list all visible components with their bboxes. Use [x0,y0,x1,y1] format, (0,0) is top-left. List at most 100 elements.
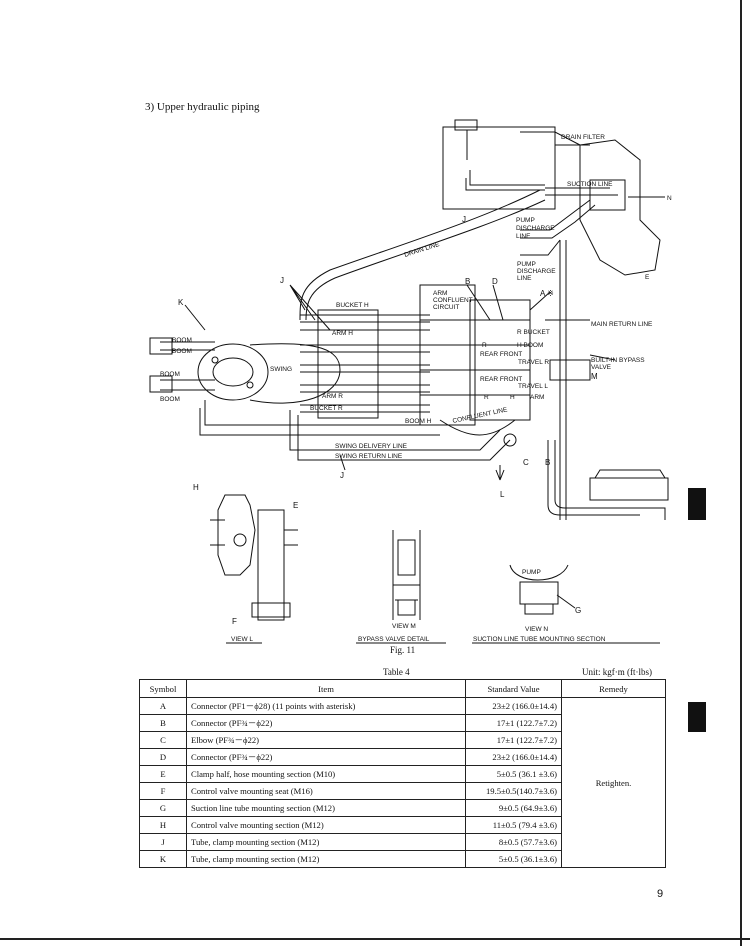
label-pump-discharge-2b: DISCHARGE [517,268,556,275]
cell-item: Tube, clamp mounting section (M12) [186,833,466,851]
table-caption: Table 4 [383,667,410,677]
label-arm-confluent-2: CONFLUENT [433,297,473,304]
table-row: H Control valve mounting section (M12) 1… [139,816,666,834]
label-h-c: H [510,394,515,401]
header-standard-value: Standard Value [465,679,562,698]
label-pump-discharge-1a: PUMP [516,217,535,224]
label-k: K [178,298,184,307]
cell-symbol: J [139,833,187,851]
cell-value: 17±1 (122.7±7.2) [465,714,562,732]
control-valve [469,299,531,421]
label-a-mark: A ※ [540,289,554,298]
label-view-m: VIEW M [392,623,416,630]
section-title: 3) Upper hydraulic piping [145,101,260,113]
cell-symbol: K [139,850,187,868]
cell-symbol: E [139,765,187,783]
label-bypass-detail: BYPASS VALVE DETAIL [358,636,430,643]
cell-item: Connector (PF¾－ϕ22) [186,714,466,732]
torque-spec-table: Symbol Item Standard Value Remedy A Conn… [139,679,666,868]
label-l: L [500,490,505,499]
cell-value: 23±2 (166.0±14.4) [465,697,562,715]
cell-symbol: C [139,731,187,749]
table-row: F Control valve mounting seat (M16) 19.5… [139,782,666,800]
label-r-c: R [484,394,489,401]
view-m-detail [392,530,421,620]
label-pump-discharge-2c: LINE [517,275,532,282]
swing-motor [197,343,269,401]
label-d: D [492,277,498,286]
label-b1: B [465,277,470,286]
cell-symbol: G [139,799,187,817]
pump-assembly [579,139,661,276]
label-travel-l: TRAVEL L [518,383,548,390]
table-row: G Suction line tube mounting section (M1… [139,799,666,817]
label-arm-r: ARM R [322,393,343,400]
label-j1: J [462,215,466,224]
hydraulic-piping-diagram: DRAIN FILTER SUCTION LINE N E PUMP DISCH… [149,119,672,644]
cell-value: 11±0.5 (79.4 ±3.6) [465,816,562,834]
figure-label: Fig. 11 [390,645,416,655]
label-view-n: VIEW N [525,626,548,633]
header-remedy: Remedy [561,679,666,698]
label-bucket-r: BUCKET R [310,405,343,412]
label-j2: J [280,276,284,285]
cell-value: 19.5±0.5(140.7±3.6) [465,782,562,800]
view-l-detail [210,494,298,621]
thumb-tab-mark-1 [688,488,706,520]
thumb-tab-mark-2 [688,702,706,732]
label-boom-h: BOOM H [405,418,432,425]
label-arm-h: ARM H [332,330,353,337]
label-b2: B [545,458,550,467]
hydraulic-tank [442,126,556,210]
cell-symbol: D [139,748,187,766]
view-n-detail [509,564,576,615]
label-c: C [523,458,529,467]
label-boom-2: BOOM [172,348,192,355]
label-e: E [645,274,650,281]
label-r: R [482,342,487,349]
cell-value: 23±2 (166.0±14.4) [465,748,562,766]
cell-item: Clamp half, hose mounting section (M10) [186,765,466,783]
header-symbol: Symbol [139,679,187,698]
cell-item: Connector (PF¾－ϕ22) [186,748,466,766]
cell-value: 5±0.5 (36.1 ±3.6) [465,765,562,783]
cell-value: 5±0.5 (36.1±3.6) [465,850,562,868]
label-boom-4: BOOM [160,396,180,403]
label-suction-line: SUCTION LINE [567,181,613,188]
cell-symbol: H [139,816,187,834]
label-swing-return: SWING RETURN LINE [335,453,403,460]
label-arm-confluent-3: CIRCUIT [433,304,459,311]
label-pump-discharge-1b: DISCHARGE [516,225,555,232]
label-swing-delivery: SWING DELIVERY LINE [335,443,408,450]
label-m: M [591,372,598,381]
label-boom-1: BOOM [172,337,192,344]
cell-item: Connector (PF1－ϕ28) (11 points with aste… [186,697,466,715]
cell-item: Control valve mounting seat (M16) [186,782,466,800]
filter-element [589,477,669,501]
label-pump-discharge-1c: LINE [516,233,531,240]
label-travel-r: TRAVEL R [518,359,549,366]
unit-note: Unit: kgf·m (ft·lbs) [582,667,652,677]
label-arm-confluent-1: ARM [433,290,447,297]
header-item: Item [186,679,466,698]
table-row: C Elbow (PF¾－ϕ22) 17±1 (122.7±7.2) [139,731,666,749]
label-rear-front-2: REAR FRONT [480,376,522,383]
label-drain-filter: DRAIN FILTER [561,134,605,141]
label-view-l: VIEW L [231,636,253,643]
label-j4: J [340,471,344,480]
cell-item: Control valve mounting section (M12) [186,816,466,834]
table-row: J Tube, clamp mounting section (M12) 8±0… [139,833,666,851]
label-swing: SWING [270,366,292,373]
table-row: A Connector (PF1－ϕ28) (11 points with as… [139,697,666,868]
page-edge-bottom [0,938,750,940]
label-arm-c: ARM [530,394,544,401]
label-e-view: E [293,501,298,510]
cell-value: 17±1 (122.7±7.2) [465,731,562,749]
cell-item: Elbow (PF¾－ϕ22) [186,731,466,749]
cell-symbol: B [139,714,187,732]
label-pump-discharge-2a: PUMP [517,261,536,268]
label-bypass-1: BUILT-IN BYPASS [591,357,645,364]
table-row: K Tube, clamp mounting section (M12) 5±0… [139,850,666,868]
label-h-view: H [193,483,199,492]
label-bypass-2: VALVE [591,364,612,371]
